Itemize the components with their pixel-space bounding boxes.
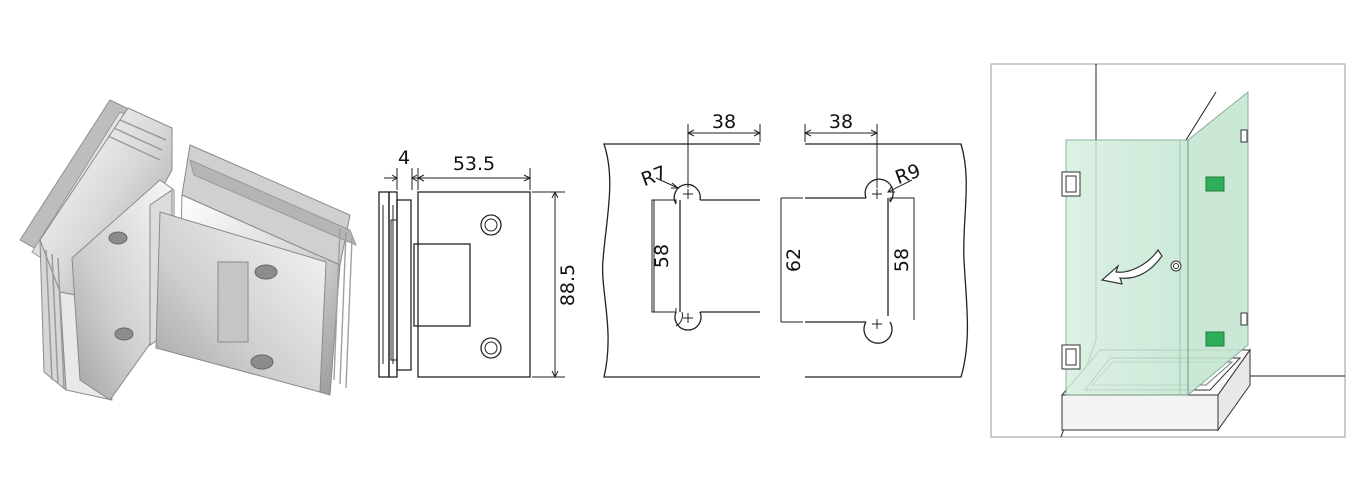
dim-cut2-width: 38	[829, 111, 853, 133]
dim-cut1-width: 38	[712, 111, 736, 133]
dim-cut2-height-inner: 58	[891, 248, 913, 272]
glass-cutout-r7: 38 R7 58	[601, 111, 762, 378]
shower-enclosure-illustration	[990, 63, 1346, 438]
dim-cut2-height-outer: 62	[783, 248, 805, 272]
dim-cut2-radius: R9	[892, 160, 923, 189]
elevation-drawing: 4 53.5 88.5	[378, 147, 579, 379]
glass-cutout-r9: 38 R9 62 58	[780, 111, 969, 378]
curved-arrow-icon	[1100, 248, 1163, 285]
dim-thickness: 4	[398, 147, 410, 169]
dim-width: 53.5	[453, 153, 495, 175]
hinge-photo-icon	[19, 99, 357, 401]
dim-cut1-height: 58	[651, 244, 673, 268]
dim-height: 88.5	[557, 264, 579, 306]
